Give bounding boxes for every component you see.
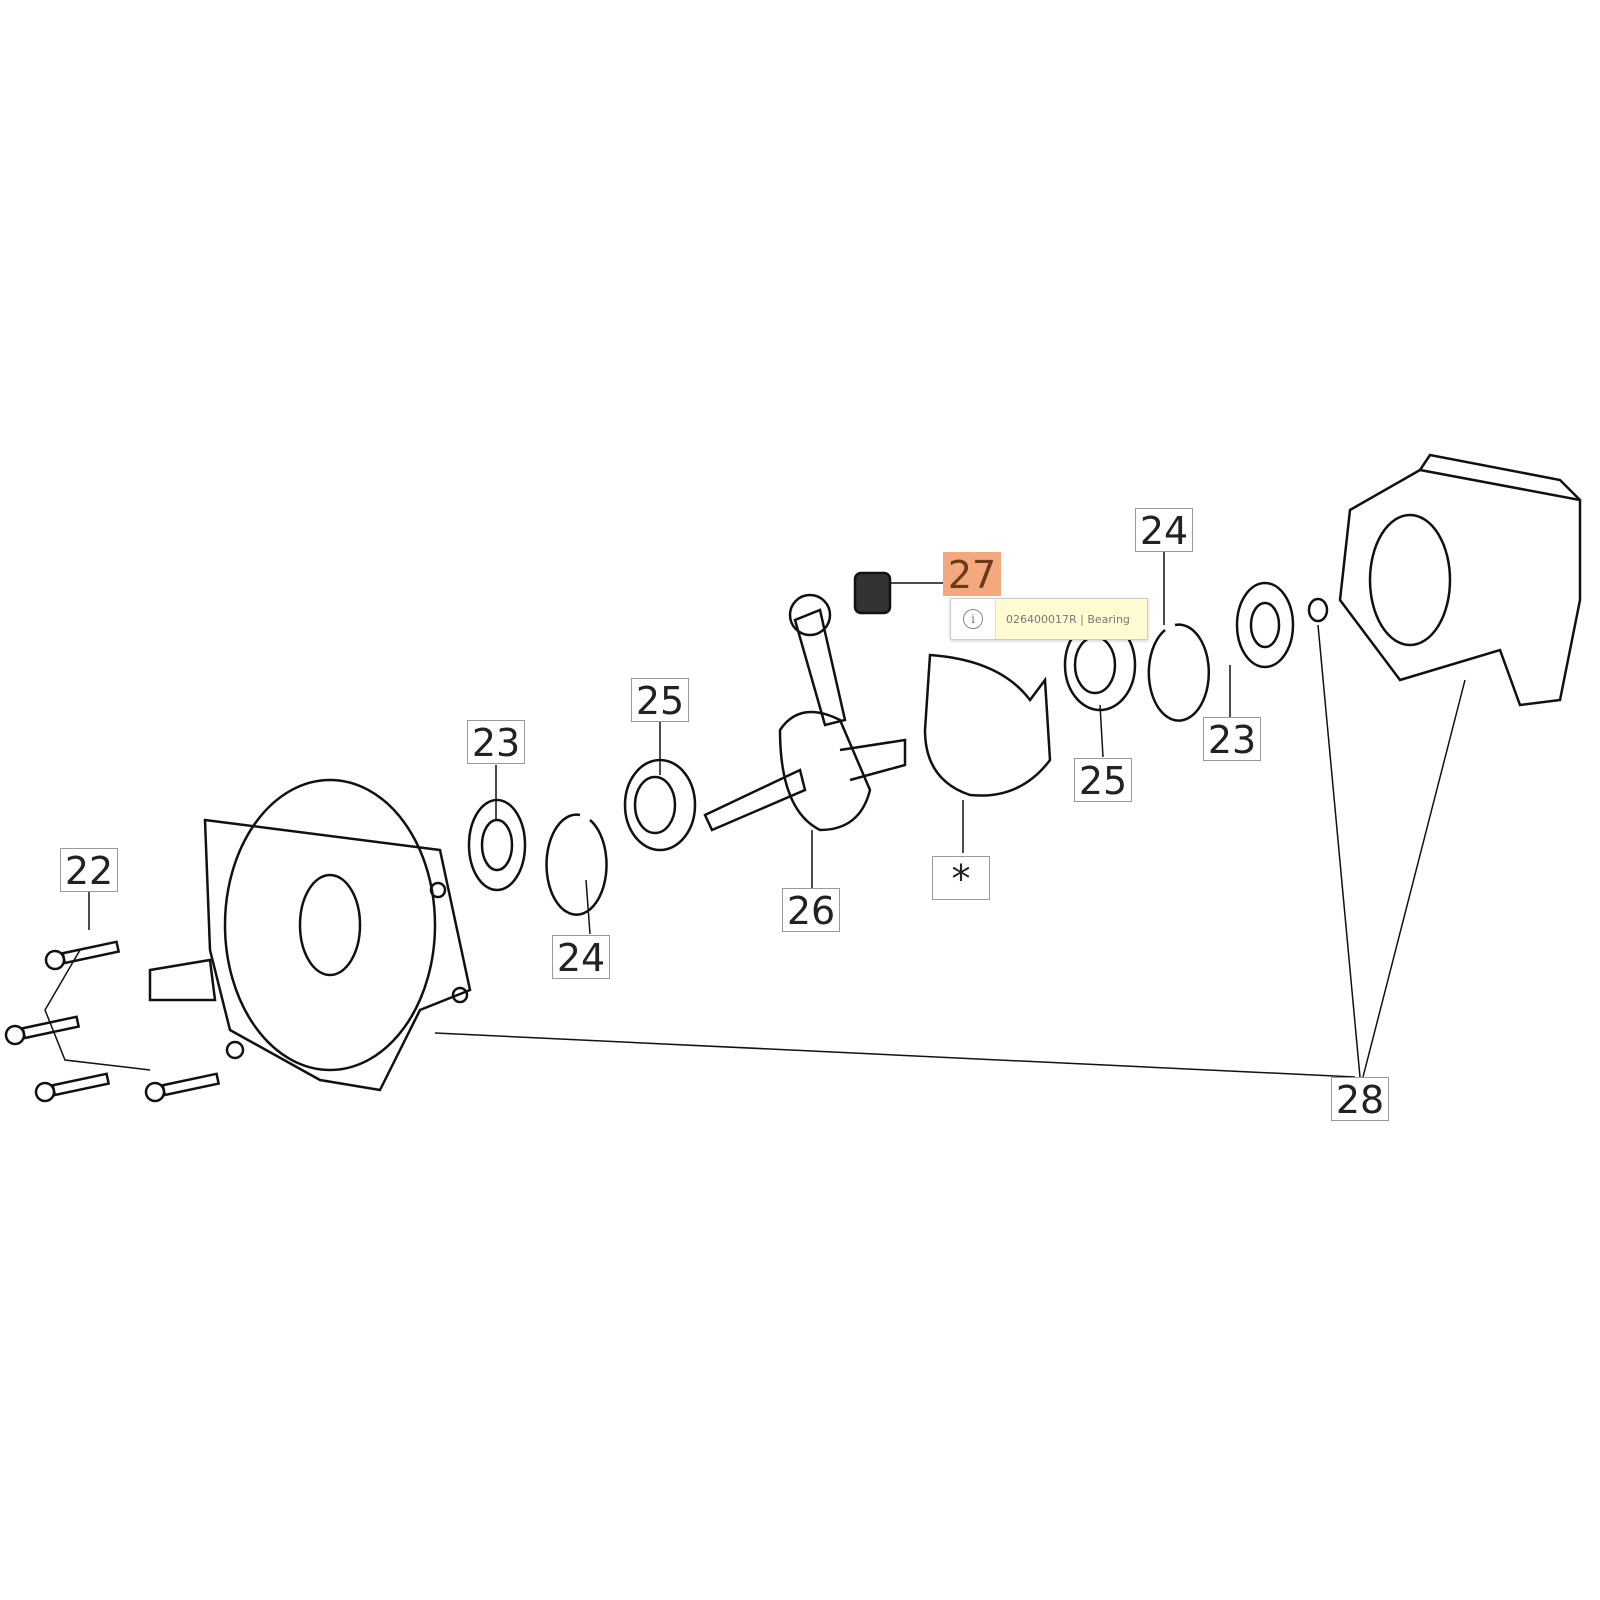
- callout-23-left[interactable]: 23: [467, 720, 525, 765]
- callout-24-left[interactable]: 24: [552, 935, 610, 980]
- callout-25-left[interactable]: 25: [631, 678, 689, 723]
- part-tooltip: i 026400017R | Bearing: [950, 598, 1148, 640]
- needle-bearing-27: [853, 571, 892, 615]
- callout-27-highlighted[interactable]: 27: [943, 552, 1001, 597]
- circlip-24-left: [545, 813, 608, 916]
- info-icon: i: [951, 599, 996, 639]
- callout-gasket-star[interactable]: *: [932, 856, 990, 901]
- ball-bearing-25-left: [623, 758, 697, 852]
- oil-seal-23-left: [467, 798, 527, 892]
- tooltip-text: 026400017R | Bearing: [1006, 612, 1130, 626]
- left-crankcase-half: [148, 778, 472, 1092]
- gasket: [923, 653, 1052, 797]
- dowel-pin: [1307, 597, 1329, 623]
- callout-26[interactable]: 26: [782, 888, 840, 933]
- callout-22[interactable]: 22: [60, 848, 118, 893]
- callout-25-right[interactable]: 25: [1074, 758, 1132, 803]
- screws-22: [4, 940, 221, 1103]
- right-crankcase-half: [1338, 453, 1582, 707]
- circlip-24-right: [1147, 623, 1211, 722]
- callout-24-right[interactable]: 24: [1135, 508, 1193, 553]
- oil-seal-23-right: [1235, 581, 1295, 669]
- crankshaft-26: [703, 593, 907, 832]
- callout-23-right[interactable]: 23: [1203, 717, 1261, 762]
- leader-lines: [44, 551, 1466, 1078]
- callout-28[interactable]: 28: [1331, 1077, 1389, 1122]
